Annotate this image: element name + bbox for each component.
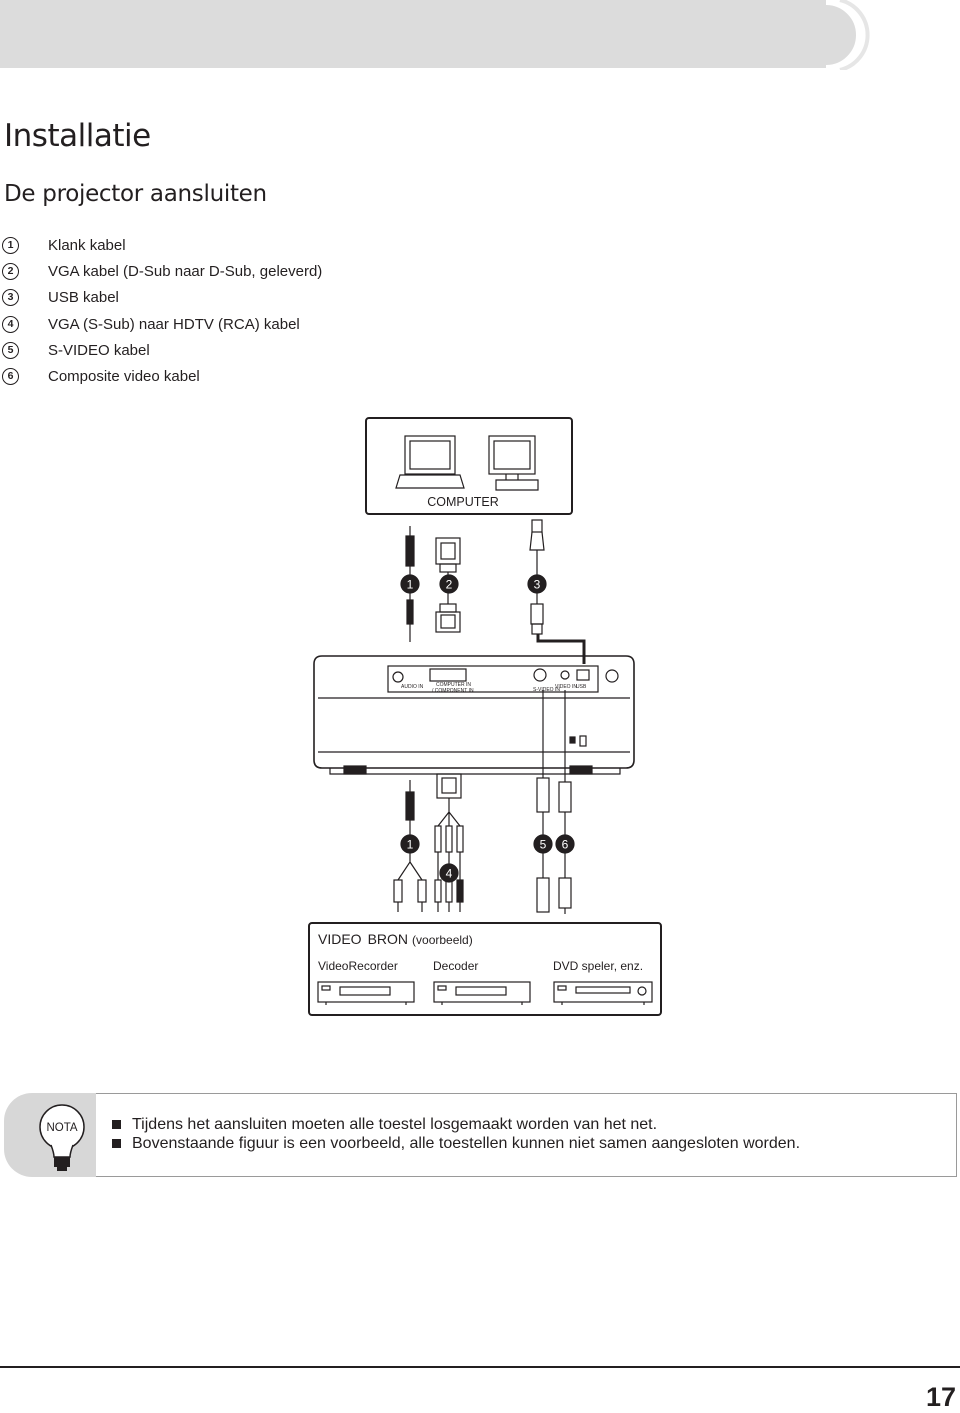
note-sidebar: NOTA: [4, 1093, 96, 1177]
note-badge-label: NOTA: [46, 1122, 77, 1134]
callout-1-top: 1: [400, 574, 420, 594]
cable-label: VGA kabel (D-Sub naar D-Sub, geleverd): [48, 263, 323, 281]
header-band: [0, 0, 870, 70]
port-video-in: VIDEO IN: [555, 684, 577, 690]
port-computer-in: COMPUTER IN: [436, 682, 471, 688]
port-usb: USB: [576, 684, 587, 690]
section-title: De projector aansluiten: [4, 181, 267, 207]
page-number: 17: [925, 1382, 956, 1412]
callout-5-bottom: 5: [533, 834, 553, 854]
callout-6-bottom: 6: [555, 834, 575, 854]
desktop-monitor-icon: [488, 435, 539, 491]
audio-cable-lower: [393, 780, 427, 912]
device-label-dvd: DVD speler, enz.: [553, 959, 643, 973]
number-badge: 3: [2, 289, 19, 307]
svg-text:1: 1: [407, 838, 414, 852]
svg-text:6: 6: [562, 838, 569, 852]
videorecorder-icon: [317, 981, 415, 1005]
callout-1-bottom: 1: [400, 834, 420, 854]
svg-text:5: 5: [540, 838, 547, 852]
s-video-cable: [536, 690, 550, 913]
device-label-videorecorder: VideoRecorder: [318, 959, 398, 973]
dvd-player-icon: [553, 981, 653, 1005]
svg-text:2: 2: [446, 578, 453, 592]
svg-text:3: 3: [534, 578, 541, 592]
note-text: Tijdens het aansluiten moeten alle toest…: [132, 1116, 658, 1133]
device-label-decoder: Decoder: [433, 959, 478, 973]
note-list: Tijdens het aansluiten moeten alle toest…: [112, 1115, 800, 1153]
computer-label: COMPUTER: [427, 495, 499, 509]
note-box: NOTA Tijdens het aansluiten moeten alle …: [4, 1093, 958, 1177]
number-badge: 1: [2, 237, 19, 254]
page-title: Installatie: [4, 118, 151, 154]
note-content: [96, 1093, 957, 1177]
composite-video-cable: [558, 690, 572, 914]
vga-rca-cable: [434, 773, 464, 912]
port-component-in: / COMPONENT IN: [432, 688, 474, 694]
decoder-icon: [433, 981, 531, 1005]
port-s-video-in: S-VIDEO IN: [533, 687, 560, 693]
connection-diagram: COMPUTER 1 2 3: [308, 417, 662, 1016]
bullet-square-icon: [112, 1120, 121, 1129]
cable-label: Klank kabel: [48, 237, 126, 254]
note-item: Tijdens het aansluiten moeten alle toest…: [112, 1115, 800, 1134]
cable-label: VGA (S-Sub) naar HDTV (RCA) kabel: [48, 315, 300, 333]
number-badge: 2: [2, 263, 19, 281]
callout-4-bottom: 4: [439, 863, 459, 883]
lightbulb-icon: NOTA: [39, 1104, 85, 1171]
callout-3-top: 3: [527, 574, 547, 594]
svg-text:1: 1: [407, 578, 414, 592]
note-item: Bovenstaande figuur is een voorbeeld, al…: [112, 1134, 800, 1153]
cable-label: Composite video kabel: [48, 367, 200, 385]
number-badge: 4: [2, 315, 19, 333]
note-text: Bovenstaande figuur is een voorbeeld, al…: [132, 1135, 801, 1152]
cable-label: USB kabel: [48, 289, 119, 307]
cable-label: S-VIDEO kabel: [48, 341, 150, 359]
projector-icon: AUDIO IN COMPUTER IN / COMPONENT IN S-VI…: [313, 655, 635, 775]
number-badge: 5: [2, 341, 19, 359]
computer-box: COMPUTER: [365, 417, 573, 515]
footer-rule: [0, 1366, 960, 1368]
laptop-icon: [395, 435, 465, 489]
number-badge: 6: [2, 367, 19, 385]
port-audio-in: AUDIO IN: [401, 684, 424, 690]
bullet-square-icon: [112, 1139, 121, 1148]
svg-text:4: 4: [446, 867, 453, 881]
callout-2-top: 2: [439, 574, 459, 594]
